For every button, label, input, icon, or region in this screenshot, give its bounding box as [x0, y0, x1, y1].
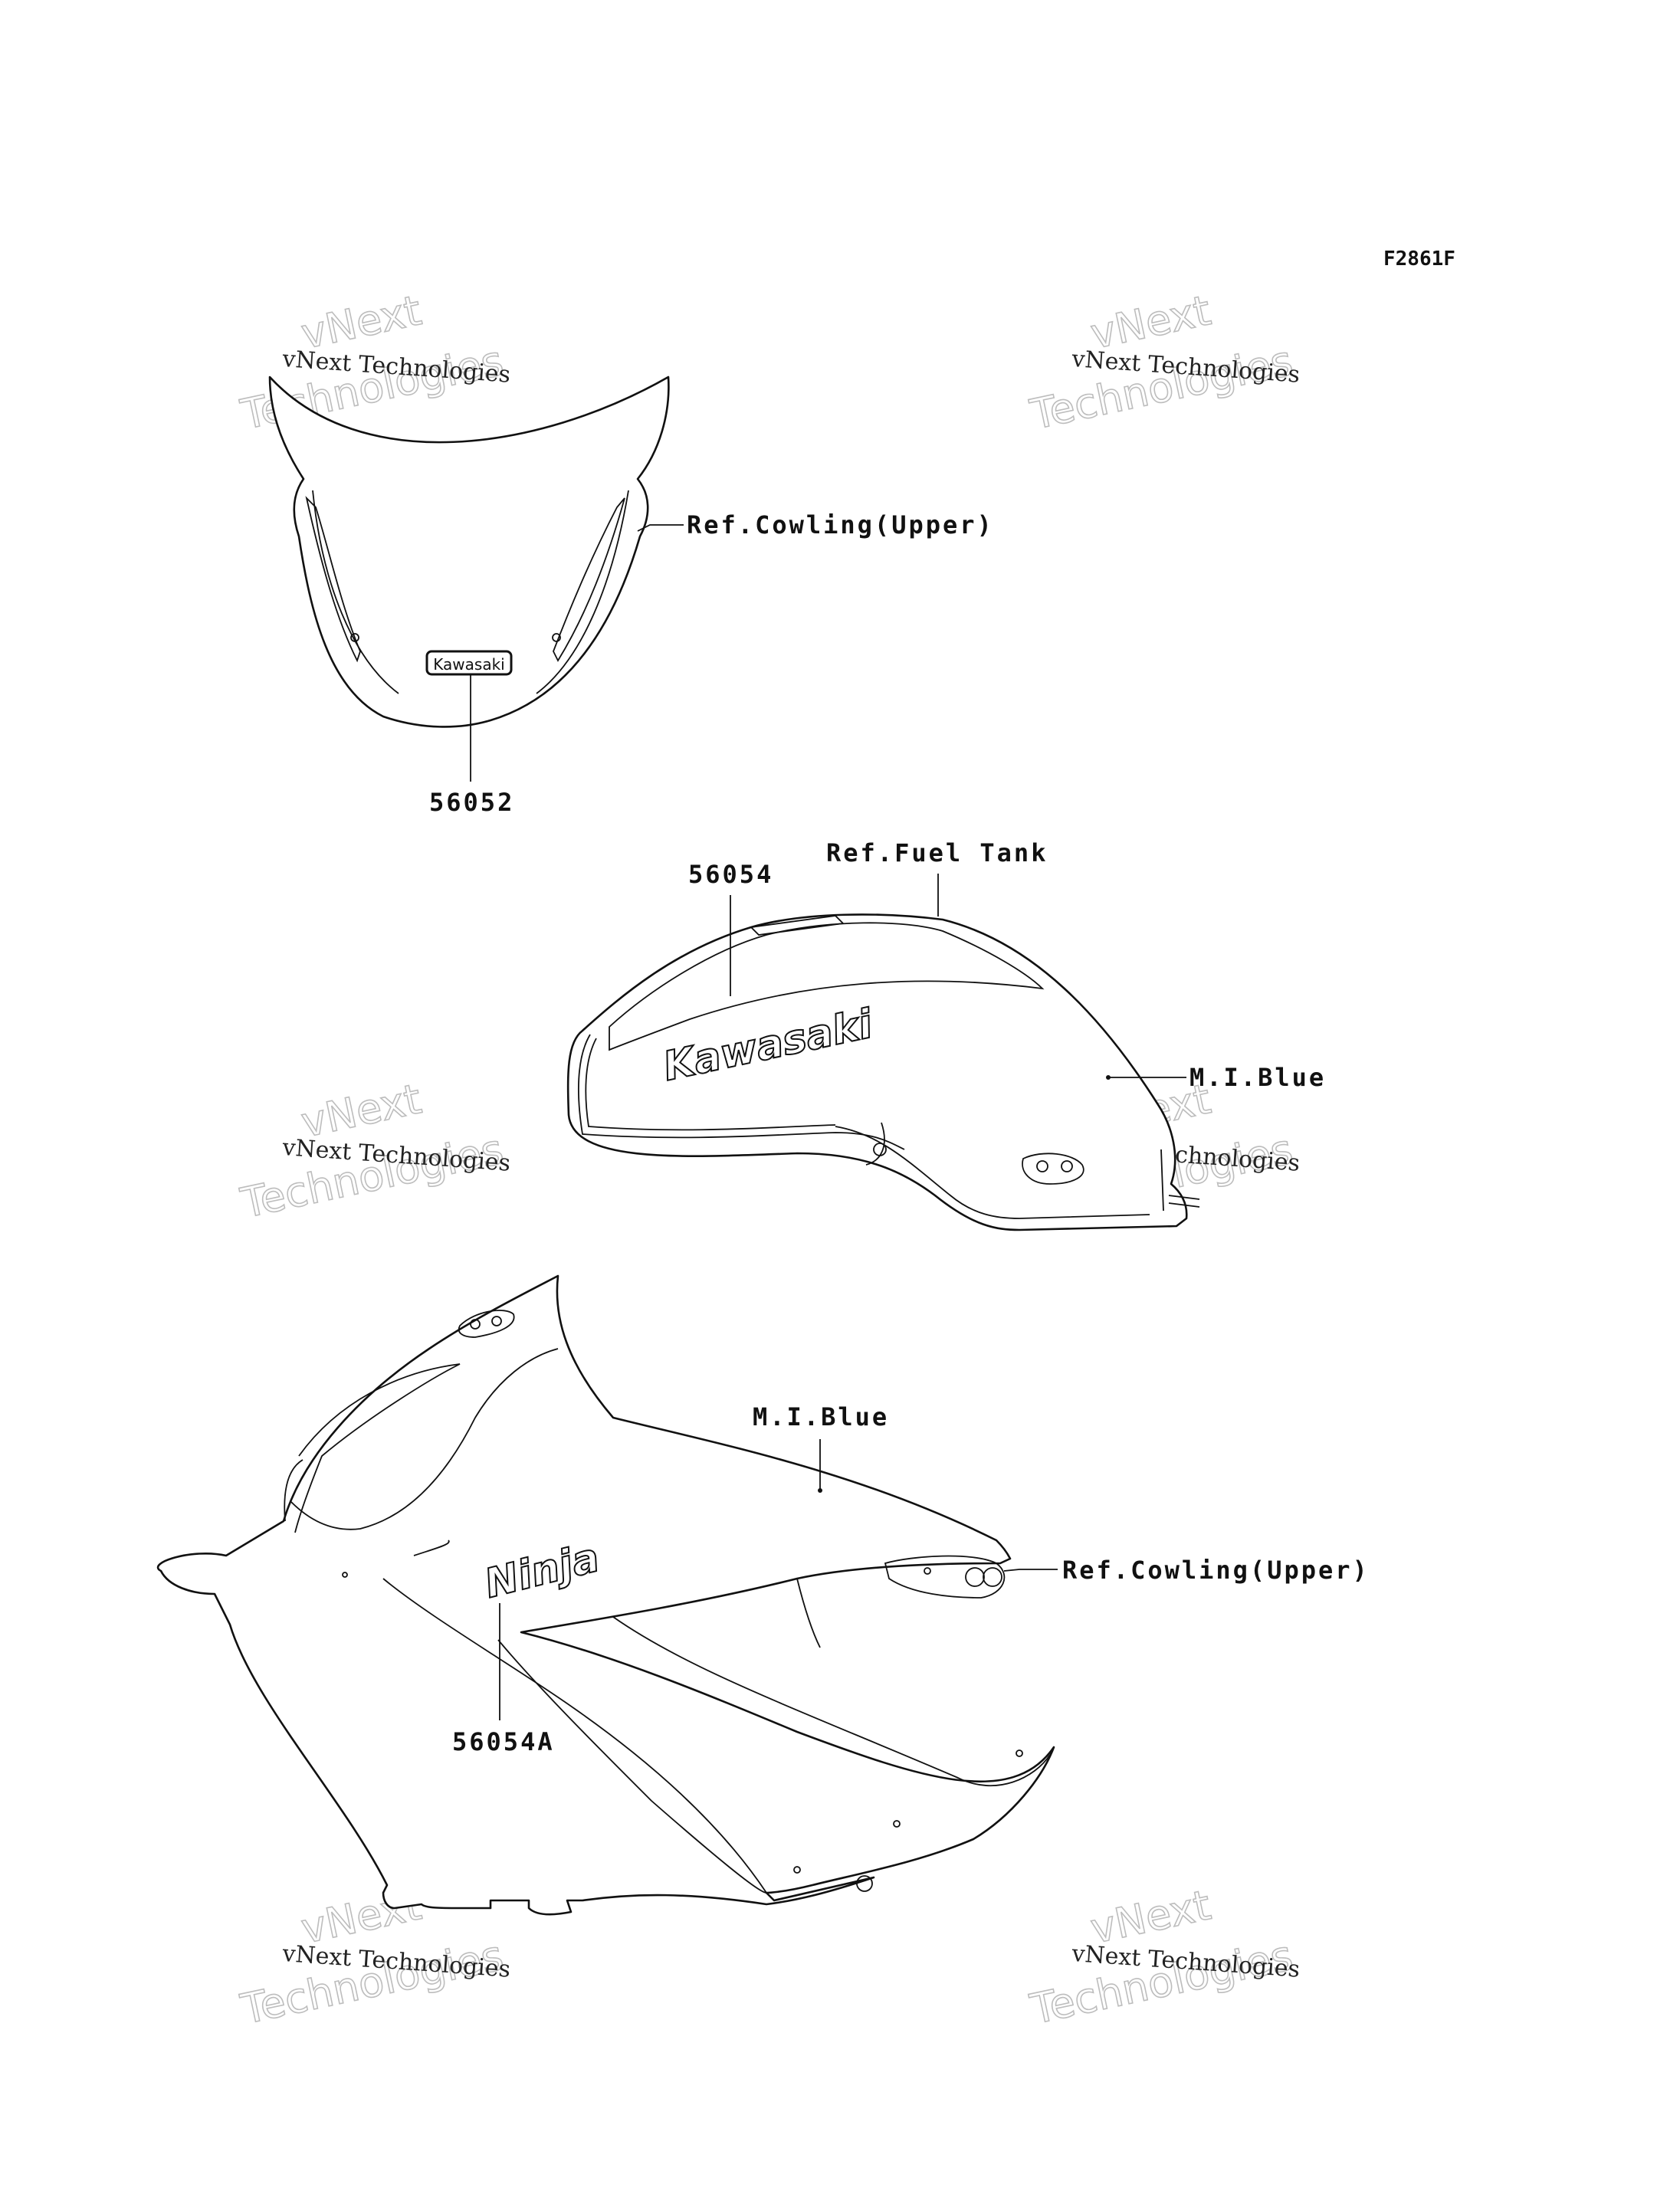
- fuel-tank-bracket-hole: [1061, 1160, 1073, 1172]
- fuel-tank-trim-line: [585, 1038, 836, 1131]
- cowling-rear-bracket: [884, 1555, 1006, 1599]
- fuel-tank-drawing: Kawasaki: [566, 913, 1200, 1231]
- color-label-tank: M.I.Blue: [1189, 1063, 1326, 1092]
- windscreen-emblem-plate: [425, 650, 513, 676]
- cowling-upper-intake: [294, 1363, 461, 1533]
- ref-cowling-upper-label-2: Ref.Cowling(Upper): [1062, 1556, 1370, 1585]
- cowling-mount-hole: [856, 1875, 873, 1892]
- cowling-mount-hole: [342, 1572, 348, 1578]
- cowling-side-panel: [796, 1578, 821, 1648]
- cowling-mount-hole: [793, 1866, 801, 1874]
- watermark-mid-left: vNext Technologies vNext Technologies: [236, 1074, 511, 1228]
- watermark-bottom-right: vNext Technologies vNext Technologies: [1025, 1880, 1301, 2034]
- fuel-tank-top-panel: [609, 922, 1045, 1051]
- fuel-tank-lower-frame: [865, 1122, 885, 1166]
- windscreen-mount-hole: [350, 633, 359, 642]
- ref-fuel-tank-label: Ref.Fuel Tank: [826, 838, 1048, 867]
- fuel-tank-mount-hole: [873, 1143, 887, 1156]
- part-number-56054: 56054: [688, 860, 773, 889]
- cowling-vent-hole: [470, 1319, 481, 1330]
- windscreen-outline: [268, 375, 670, 728]
- cowling-lower-line: [413, 1540, 450, 1556]
- fuel-tank-cap-strip: [750, 915, 845, 936]
- cowling-headlight-edge: [290, 1348, 559, 1530]
- windscreen-right-slot: [553, 497, 625, 662]
- figure-code: F2861F: [1383, 248, 1455, 271]
- fuel-tank-lower-frame: [835, 1126, 1150, 1219]
- cowling-bracket-hole: [924, 1567, 931, 1575]
- leader-dot: [1106, 1075, 1111, 1080]
- cowling-bracket-hole: [983, 1567, 1002, 1587]
- cowling-side-panel: [497, 1639, 767, 1894]
- leader-dot: [818, 1488, 822, 1493]
- cowling-vent-hole: [491, 1316, 502, 1326]
- windscreen-inner-edge: [536, 490, 629, 694]
- windscreen-drawing: Kawasaki: [268, 375, 670, 728]
- fuel-tank-bracket: [1022, 1153, 1084, 1185]
- cowling-side-panel: [382, 1578, 767, 1894]
- windscreen-mount-hole: [552, 633, 561, 642]
- windscreen-inner-edge: [312, 490, 399, 694]
- leader-ref-cowling-upper-2: [1003, 1569, 1058, 1572]
- cowling-mount-hole: [1016, 1749, 1023, 1757]
- cowling-vent: [458, 1310, 515, 1338]
- ref-cowling-upper-label-1: Ref.Cowling(Upper): [687, 510, 994, 539]
- cowling-mount-hole: [893, 1820, 901, 1828]
- fuel-tank-bracket-hole: [1036, 1160, 1048, 1172]
- cowling-upper-intake: [284, 1459, 304, 1522]
- fuel-tank-outline: [566, 913, 1188, 1231]
- part-number-56052: 56052: [429, 788, 514, 817]
- windscreen-emblem-text: Kawasaki: [433, 655, 504, 674]
- fuel-tank-rear-hose: [1160, 1149, 1200, 1212]
- part-number-56054a: 56054A: [452, 1727, 555, 1756]
- cowling-side-panel: [612, 1616, 1051, 1787]
- leader-ref-cowling-upper-1: [637, 524, 684, 532]
- color-label-cowling: M.I.Blue: [753, 1402, 889, 1431]
- side-cowling-drawing: Ninja: [156, 1274, 1055, 1916]
- windscreen-left-slot: [305, 496, 361, 663]
- watermark-top-right: vNext Technologies vNext Technologies: [1025, 285, 1301, 439]
- cowling-outline: [156, 1274, 1055, 1916]
- cowling-bracket-hole: [965, 1567, 985, 1587]
